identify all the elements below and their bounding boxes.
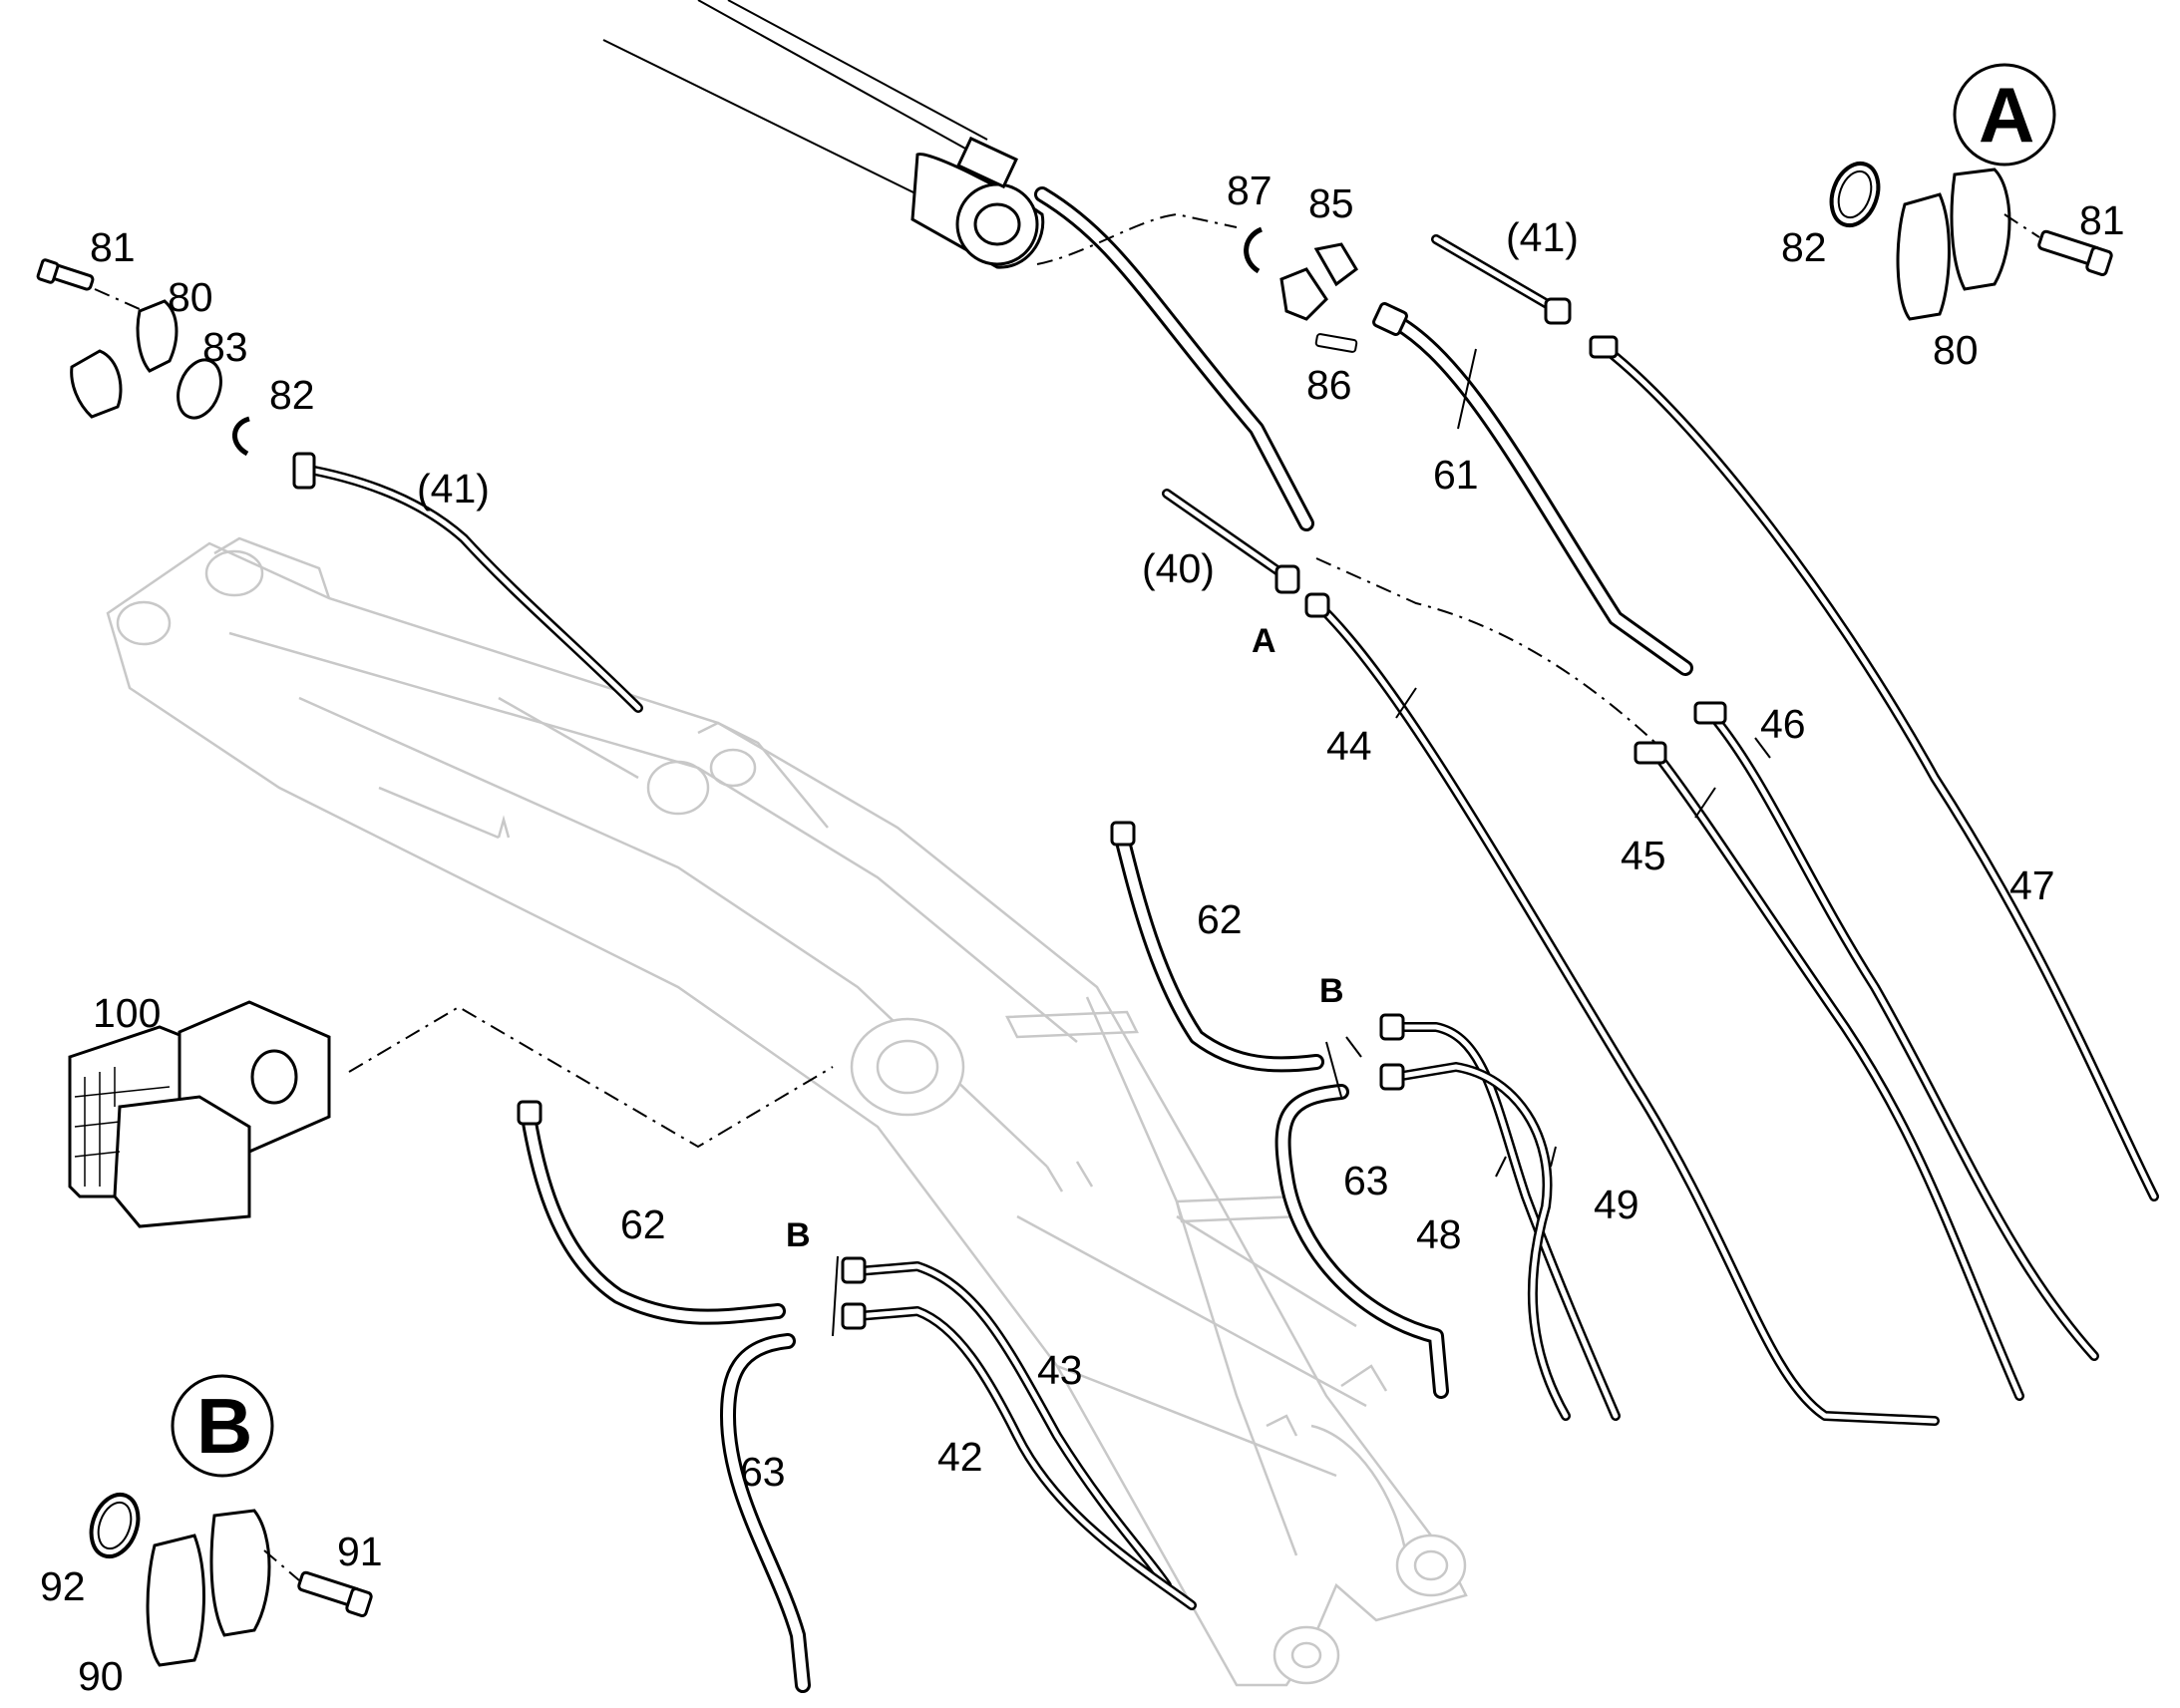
hose-62-left bbox=[517, 1100, 786, 1325]
ring-83-left bbox=[177, 358, 222, 420]
bolt-86 bbox=[1314, 333, 1358, 353]
label-62-right: 62 bbox=[1197, 896, 1243, 942]
clamp-80-left bbox=[136, 299, 179, 373]
item-100-box bbox=[68, 1000, 331, 1228]
pipes-48-49 bbox=[1379, 1013, 1621, 1421]
pipe-47 bbox=[1589, 335, 2159, 1201]
hose-62-right bbox=[1110, 821, 1324, 1073]
detail-a-label-81: 81 bbox=[2079, 197, 2125, 243]
detail-b-label-90: 90 bbox=[78, 1653, 124, 1699]
label-100: 100 bbox=[93, 990, 161, 1036]
label-46: 46 bbox=[1760, 701, 1806, 747]
detail-b-letter: B bbox=[196, 1382, 252, 1470]
label-80-left: 80 bbox=[168, 274, 213, 320]
detail-a-label-82: 82 bbox=[1781, 224, 1827, 270]
fitting-group-85-86-87 bbox=[1244, 226, 1358, 353]
label-42: 42 bbox=[937, 1434, 983, 1480]
pipe-41-top bbox=[1431, 234, 1572, 325]
detail-a-circle bbox=[1953, 63, 2056, 167]
leader-cylinder-to-87 bbox=[1036, 212, 1238, 265]
clamp-85 bbox=[1313, 242, 1358, 287]
detail-a bbox=[1829, 63, 2113, 321]
pipes-42-43 bbox=[841, 1256, 1197, 1610]
label-82-left: 82 bbox=[269, 372, 315, 418]
label-87: 87 bbox=[1227, 168, 1272, 213]
label-44: 44 bbox=[1326, 723, 1372, 769]
hose-61 bbox=[1372, 302, 1693, 676]
label-83-left: 83 bbox=[202, 324, 248, 370]
pipe-46 bbox=[1693, 701, 2099, 1361]
hose-63-left bbox=[720, 1333, 811, 1693]
boom-body bbox=[106, 536, 1468, 1687]
label-63-right: 63 bbox=[1343, 1158, 1389, 1203]
leader-lines bbox=[832, 348, 1771, 1337]
cylinder bbox=[602, 0, 1314, 531]
label-86: 86 bbox=[1306, 362, 1352, 408]
leader-100-to-boom bbox=[348, 1005, 834, 1149]
hose-63-right bbox=[1274, 1084, 1449, 1399]
label-B-marker-left: B bbox=[786, 1216, 811, 1254]
detail-b-label-91: 91 bbox=[337, 1529, 383, 1574]
detail-a-clamp-80 bbox=[1896, 192, 1951, 321]
label-63-left: 63 bbox=[740, 1449, 786, 1495]
label-48: 48 bbox=[1416, 1211, 1462, 1257]
detail-a-letter: A bbox=[1979, 71, 2034, 159]
pipe-40 bbox=[1162, 489, 1300, 594]
detail-b-circle bbox=[171, 1374, 274, 1478]
label-61: 61 bbox=[1433, 452, 1479, 498]
leader-A-to-45 bbox=[1315, 557, 1656, 744]
label-41-top: (41) bbox=[1506, 214, 1579, 260]
detail-b bbox=[89, 1374, 373, 1667]
pipe-45 bbox=[1634, 741, 2024, 1401]
pipe-44 bbox=[1304, 592, 1940, 1426]
label-40: (40) bbox=[1142, 545, 1215, 591]
oring-82-left bbox=[232, 416, 250, 457]
label-43: 43 bbox=[1037, 1347, 1083, 1393]
label-85: 85 bbox=[1308, 180, 1354, 226]
label-81-left: 81 bbox=[90, 224, 136, 270]
label-45: 45 bbox=[1621, 833, 1666, 878]
detail-b-clamp-90 bbox=[146, 1534, 205, 1667]
fitting-group-left bbox=[36, 258, 643, 713]
label-B-marker-right: B bbox=[1319, 972, 1344, 1010]
label-A-marker: A bbox=[1252, 622, 1276, 660]
detail-a-label-80: 80 bbox=[1933, 327, 1979, 373]
label-47: 47 bbox=[2009, 862, 2055, 908]
oring-87 bbox=[1244, 226, 1264, 274]
label-41-left: (41) bbox=[417, 466, 490, 512]
label-49: 49 bbox=[1594, 1182, 1639, 1227]
label-62-left: 62 bbox=[620, 1201, 666, 1247]
detail-b-label-92: 92 bbox=[40, 1563, 86, 1609]
